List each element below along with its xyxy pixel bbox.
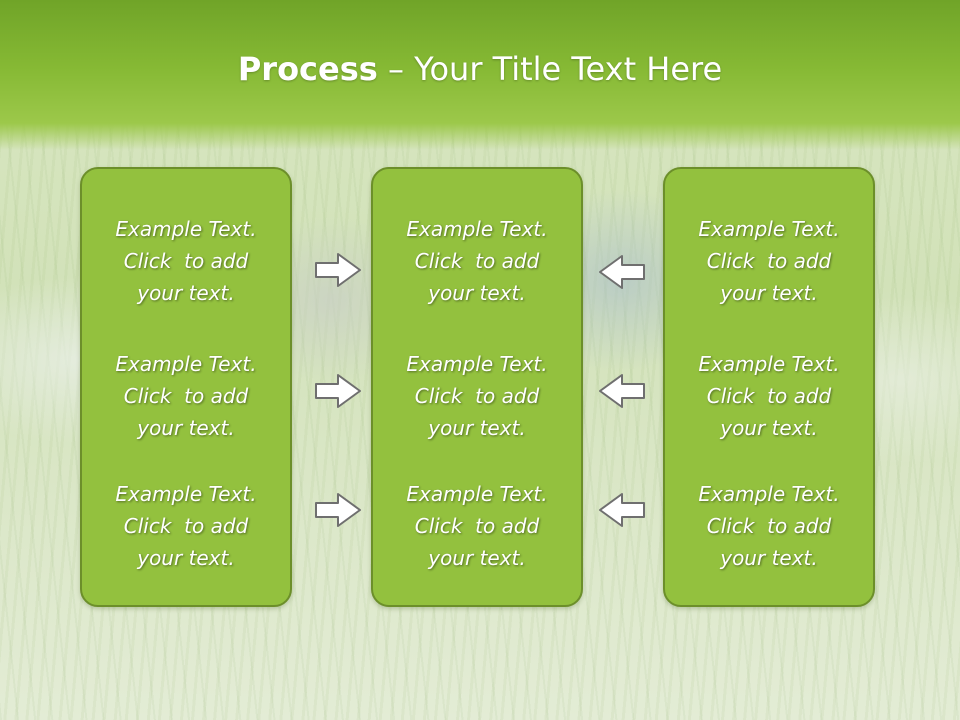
text-line: your text. [720,281,818,305]
text-line: your text. [137,281,235,305]
process-box-2[interactable]: Example Text. Click to add your text. Ex… [371,167,583,607]
title-band [0,0,960,150]
text-line: your text. [137,546,235,570]
process-box-1[interactable]: Example Text. Click to add your text. Ex… [80,167,292,607]
text-line: your text. [428,416,526,440]
title-rest: – Your Title Text Here [377,50,723,88]
text-line: Example Text. [698,217,840,241]
text-line: your text. [428,281,526,305]
slide-title[interactable]: Process – Your Title Text Here [0,50,960,88]
text-block[interactable]: Example Text. Click to add your text. [373,478,581,574]
arrow-right-icon[interactable] [313,491,363,529]
arrow-right-icon[interactable] [313,251,363,289]
arrow-left-icon[interactable] [597,491,647,529]
title-bold: Process [237,50,378,88]
text-line: Example Text. [115,217,257,241]
text-line: Click to add [414,249,540,273]
text-line: Click to add [706,384,832,408]
text-line: Click to add [414,384,540,408]
text-line: your text. [137,416,235,440]
arrow-right-icon[interactable] [313,372,363,410]
text-block[interactable]: Example Text. Click to add your text. [82,348,290,444]
process-box-3[interactable]: Example Text. Click to add your text. Ex… [663,167,875,607]
text-line: Example Text. [406,482,548,506]
text-line: Click to add [123,514,249,538]
text-line: Click to add [414,514,540,538]
text-block[interactable]: Example Text. Click to add your text. [82,478,290,574]
text-line: your text. [428,546,526,570]
text-line: Example Text. [406,352,548,376]
text-line: Example Text. [115,352,257,376]
text-block[interactable]: Example Text. Click to add your text. [665,213,873,309]
text-line: your text. [720,416,818,440]
text-block[interactable]: Example Text. Click to add your text. [665,478,873,574]
arrow-left-icon[interactable] [597,372,647,410]
text-line: Example Text. [698,482,840,506]
text-line: Click to add [706,249,832,273]
text-block[interactable]: Example Text. Click to add your text. [373,213,581,309]
text-block[interactable]: Example Text. Click to add your text. [665,348,873,444]
text-line: Example Text. [698,352,840,376]
text-block[interactable]: Example Text. Click to add your text. [82,213,290,309]
text-line: Example Text. [406,217,548,241]
text-line: Click to add [123,249,249,273]
text-line: Example Text. [115,482,257,506]
text-line: Click to add [706,514,832,538]
arrow-left-icon[interactable] [597,253,647,291]
text-block[interactable]: Example Text. Click to add your text. [373,348,581,444]
text-line: your text. [720,546,818,570]
text-line: Click to add [123,384,249,408]
